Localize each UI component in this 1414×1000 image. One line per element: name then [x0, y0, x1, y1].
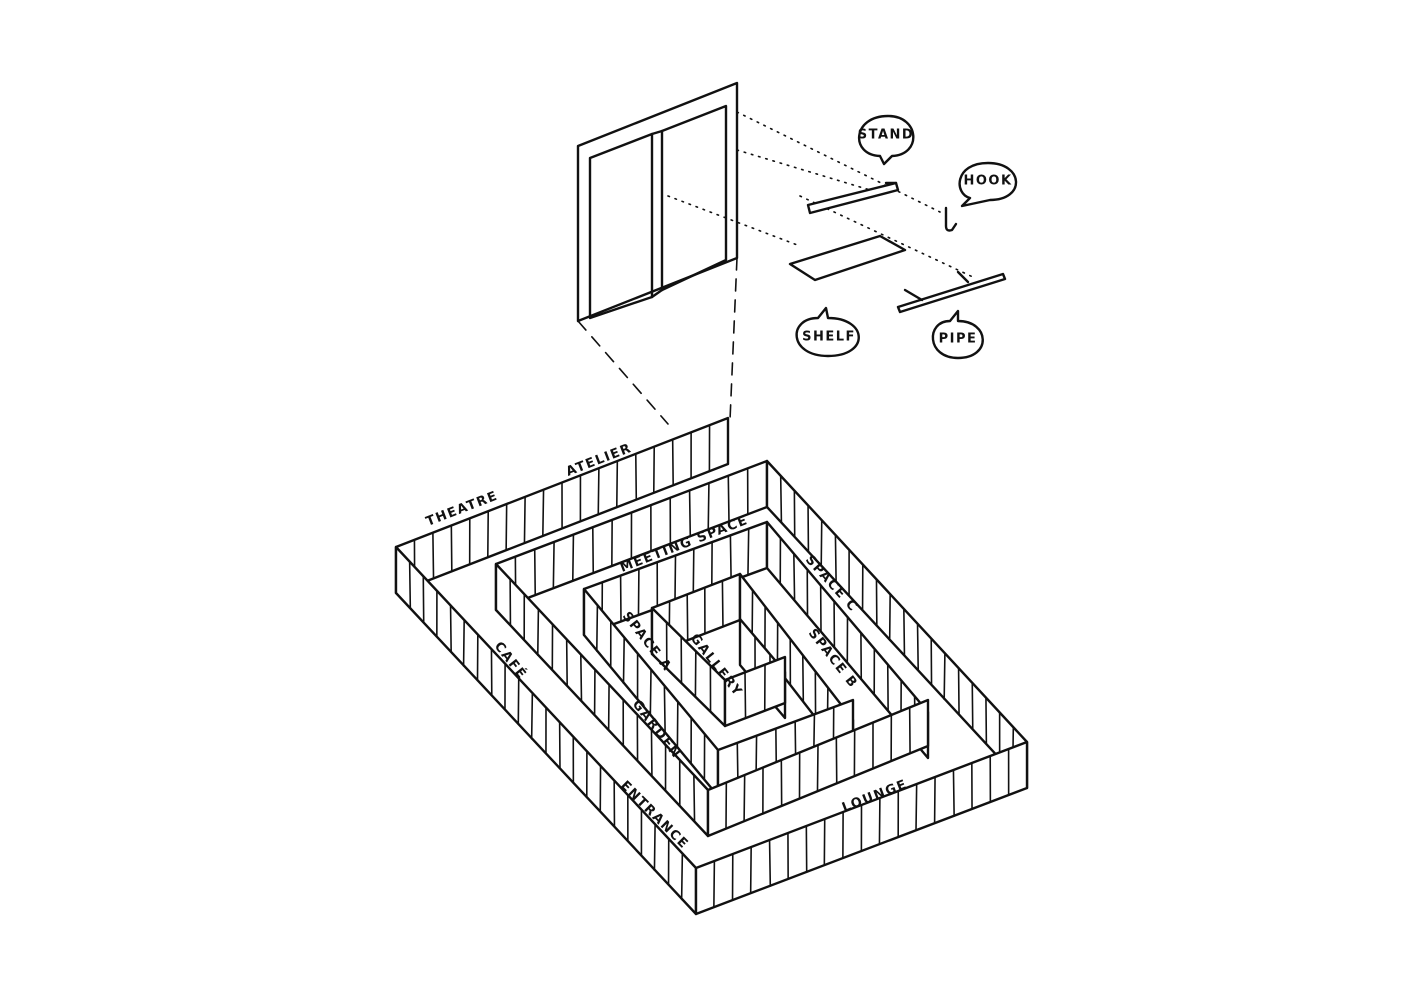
- svg-text:HOOK: HOOK: [963, 174, 1012, 189]
- bubble-pipe: PIPE: [933, 311, 983, 358]
- panel-outline: [578, 83, 737, 321]
- component-shelf: [790, 236, 905, 280]
- component-stand: [808, 183, 898, 213]
- projection-line-right: [730, 258, 737, 420]
- component-hook: [946, 208, 956, 231]
- wall-panel-detail: [578, 83, 737, 424]
- bubble-shelf: SHELF: [797, 308, 859, 356]
- svg-text:SHELF: SHELF: [802, 330, 856, 345]
- bubble-stand: STAND: [858, 116, 914, 164]
- bubble-hook: HOOK: [960, 163, 1016, 206]
- svg-text:STAND: STAND: [858, 128, 914, 143]
- svg-text:PIPE: PIPE: [939, 332, 978, 347]
- projection-line-left: [578, 321, 668, 424]
- component-pipe: [898, 272, 1005, 312]
